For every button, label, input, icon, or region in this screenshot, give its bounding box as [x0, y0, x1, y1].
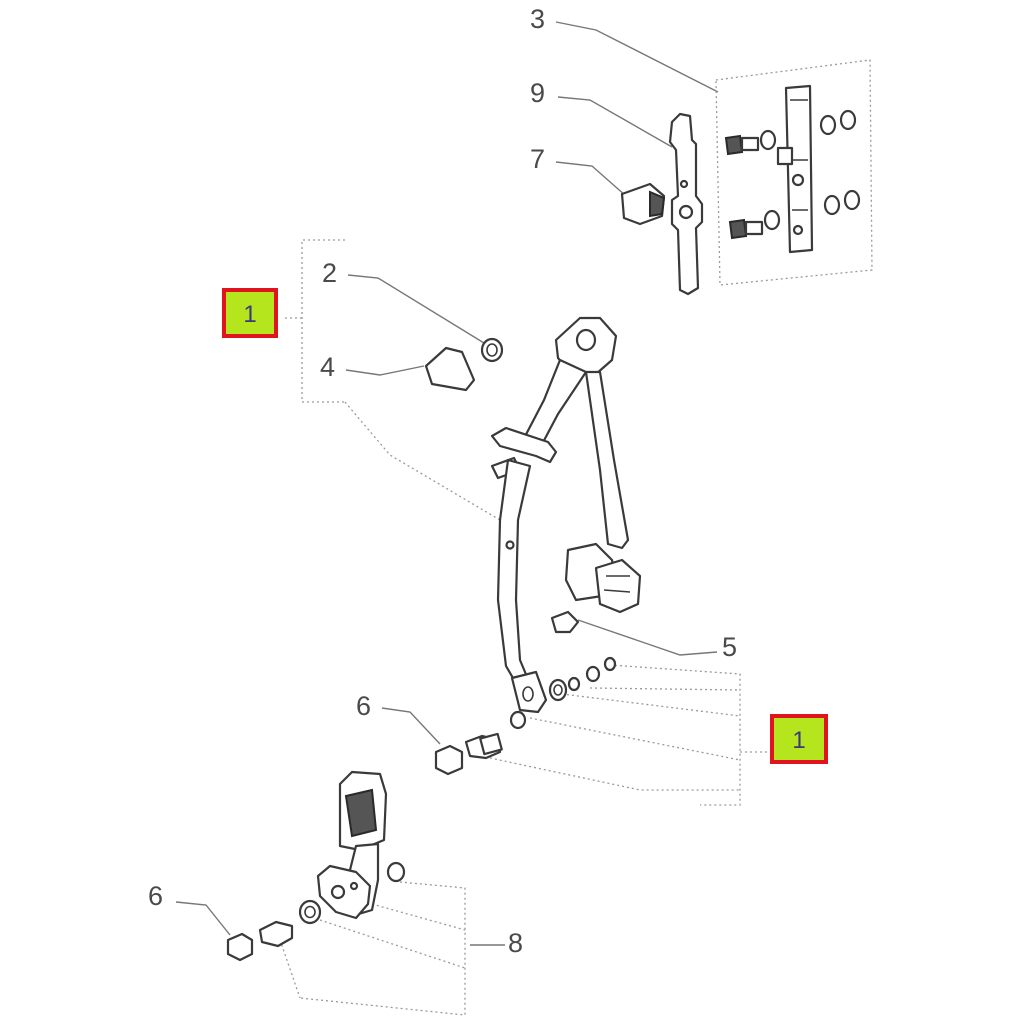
- highlight-label-right: 1: [792, 727, 805, 754]
- callout-numbers: 3 9 7 2 4 5 6 6 8: [148, 4, 737, 958]
- callout-6-upper: 6: [356, 691, 371, 721]
- callout-3: 3: [530, 4, 545, 34]
- highlight-box-right[interactable]: 1: [770, 714, 828, 764]
- height-adjuster-rail: [668, 112, 704, 296]
- group-brackets: [279, 239, 768, 1016]
- callout-4: 4: [320, 352, 335, 382]
- callout-6-lower: 6: [148, 881, 163, 911]
- callout-2: 2: [322, 258, 337, 288]
- callout-5: 5: [722, 632, 737, 662]
- callout-7: 7: [530, 144, 545, 174]
- slider-cover: [620, 182, 666, 226]
- upper-anchor-plate-assembly: [715, 59, 873, 286]
- buckle-assembly: [226, 770, 406, 962]
- nut-and-cap: [424, 337, 504, 392]
- highlight-label-left: 1: [243, 301, 256, 328]
- belt-assembly: [490, 316, 642, 714]
- highlight-box-left[interactable]: 1: [222, 288, 278, 338]
- callout-9: 9: [530, 78, 545, 108]
- lower-anchor-hardware: [434, 656, 617, 776]
- leader-lines: [175, 21, 719, 946]
- callout-8: 8: [508, 928, 523, 958]
